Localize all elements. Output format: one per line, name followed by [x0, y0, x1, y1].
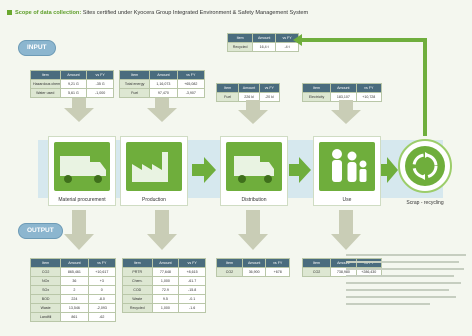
bullet-square-icon — [7, 10, 12, 16]
stage-label: Material procurement — [58, 197, 106, 203]
down-arrow-icon — [147, 98, 177, 122]
down-arrow-icon — [64, 98, 94, 122]
right-arrow-icon — [192, 157, 216, 183]
value-cell: +678 — [265, 267, 290, 277]
scope-header-lead: Scope of data collection: — [15, 10, 82, 16]
recycle-loop-arrow — [302, 38, 427, 136]
value-cell: -3,907 — [176, 88, 206, 98]
people-icon — [319, 142, 375, 191]
down-arrows-output — [64, 210, 361, 250]
loop-arrowhead-icon — [293, 34, 302, 46]
value-cell: -1.6 — [178, 303, 206, 313]
stage-use: Use — [313, 136, 381, 206]
value-cell: -20 kl — [258, 92, 281, 102]
down-arrow-icon — [331, 210, 361, 250]
recycle-icon — [397, 138, 453, 194]
row-label-cell: Recycled — [226, 42, 254, 52]
right-arrow-icon — [289, 157, 311, 183]
factory-icon — [126, 142, 182, 191]
scope-header: Scope of data collection: Sites certifie… — [7, 6, 465, 20]
stage-production: Production — [120, 136, 188, 206]
row-label-cell: CO2 — [216, 267, 243, 277]
stage-material-procurement: Material procurement — [48, 136, 116, 206]
down-arrows-input — [64, 98, 361, 124]
value-cell: +10,728 — [355, 92, 383, 102]
footnotes — [346, 254, 466, 310]
right-arrow-icon — [381, 157, 398, 183]
delivery-truck-icon — [226, 142, 282, 191]
scope-header-text: Sites certified under Kyocera Group Inte… — [82, 10, 309, 16]
stage-recycle-label: Scrap - recycling — [406, 200, 444, 206]
down-arrow-icon — [147, 210, 177, 250]
stage-distribution: Distribution — [220, 136, 288, 206]
down-arrow-icon — [331, 100, 361, 124]
value-cell: -4 t — [275, 42, 299, 52]
down-arrow-icon — [64, 210, 94, 250]
output-label: OUTPUT — [18, 223, 63, 239]
right-arrows — [192, 157, 398, 183]
value-cell: -1,000 — [86, 88, 114, 98]
value-cell: -62 — [87, 312, 117, 322]
input-label: INPUT — [18, 40, 56, 56]
truck-icon — [54, 142, 110, 191]
down-arrow-icon — [238, 210, 268, 250]
stage-label: Distribution — [241, 197, 267, 203]
stage-label: Production — [142, 197, 166, 203]
stage-label: Use — [342, 197, 352, 203]
down-arrow-icon — [238, 100, 268, 124]
